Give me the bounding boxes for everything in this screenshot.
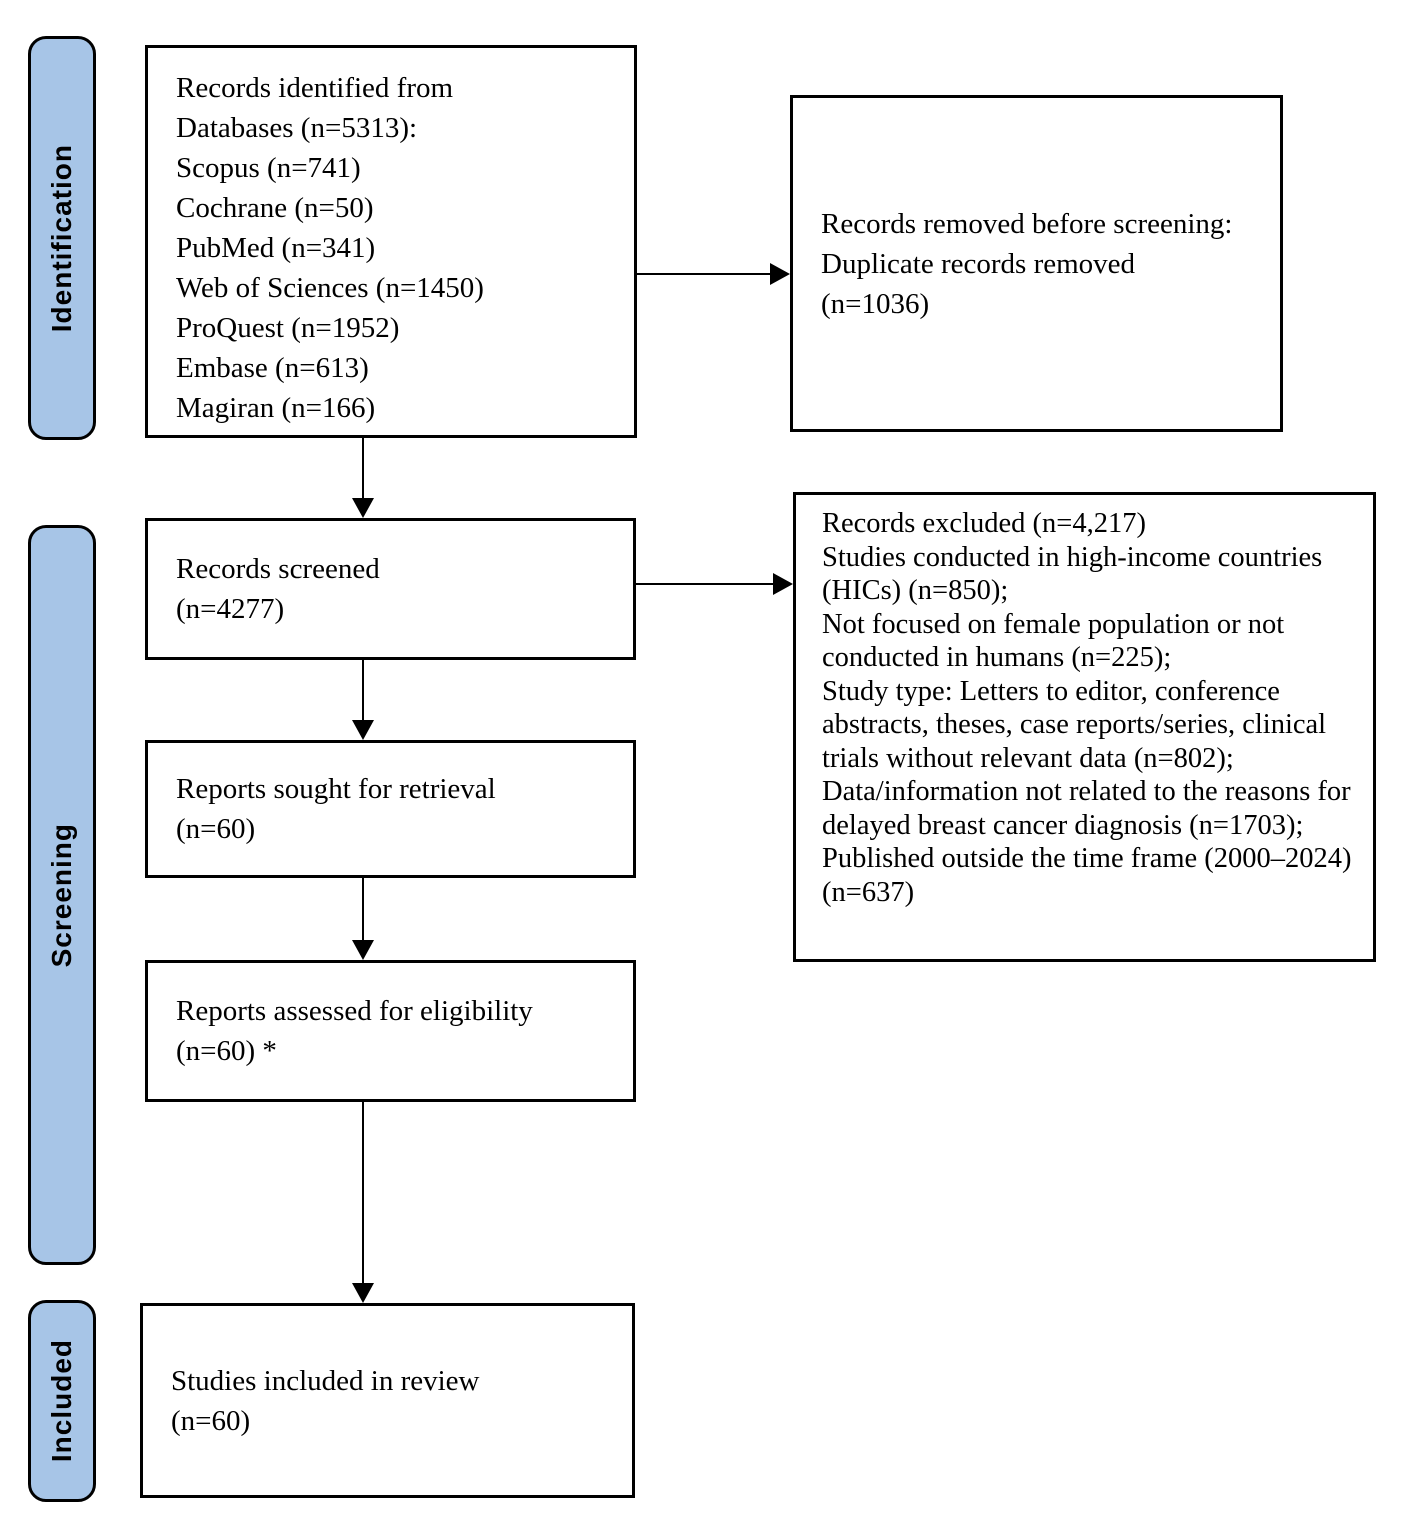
records-excluded-item: Data/information not related to the reas… — [822, 776, 1351, 841]
stage-identification: Identification — [28, 36, 96, 440]
arrow-head-icon — [352, 940, 374, 960]
box-records-excluded: Records excluded (n=4,217) Studies condu… — [793, 492, 1376, 962]
records-identified-line: Databases (n=5313): — [176, 112, 418, 144]
arrow-line — [362, 878, 364, 942]
arrow-line — [636, 583, 775, 585]
reports-assessed-line: (n=60) * — [176, 1035, 277, 1067]
arrow-head-icon — [352, 1283, 374, 1303]
records-excluded-item: Published outside the time frame (2000–2… — [822, 843, 1352, 908]
reports-sought-line: (n=60) — [176, 813, 256, 845]
records-removed-line: (n=1036) — [821, 287, 930, 320]
box-records-removed: Records removed before screening: Duplic… — [790, 95, 1283, 432]
records-identified-line: Records identified from — [176, 72, 454, 104]
reports-assessed-line: Reports assessed for eligibility — [176, 995, 533, 1027]
arrow-line — [362, 1102, 364, 1285]
stage-screening-label: Screening — [46, 822, 77, 968]
records-identified-line: Scopus (n=741) — [176, 152, 361, 184]
studies-included-line: (n=60) — [171, 1404, 251, 1437]
box-studies-included: Studies included in review (n=60) — [140, 1303, 635, 1498]
records-identified-line: Embase (n=613) — [176, 352, 369, 384]
records-identified-line: PubMed (n=341) — [176, 232, 376, 264]
box-records-identified: Records identified from Databases (n=531… — [145, 45, 637, 438]
records-screened-line: (n=4277) — [176, 593, 285, 625]
box-records-screened: Records screened (n=4277) — [145, 518, 636, 660]
reports-sought-line: Reports sought for retrieval — [176, 773, 496, 805]
records-excluded-item: Studies conducted in high-income countri… — [822, 541, 1323, 607]
box-reports-sought: Reports sought for retrieval (n=60) — [145, 740, 636, 878]
records-excluded-item: Records excluded (n=4,217) — [822, 508, 1146, 539]
records-excluded-item: Study type: Letters to editor, conferenc… — [822, 675, 1327, 774]
arrow-line — [637, 273, 772, 275]
studies-included-line: Studies included in review — [171, 1364, 480, 1397]
arrow-head-icon — [773, 573, 793, 595]
records-identified-line: ProQuest (n=1952) — [176, 312, 400, 344]
arrow-head-icon — [352, 498, 374, 518]
stage-identification-label: Identification — [46, 143, 77, 333]
records-removed-line: Duplicate records removed — [821, 247, 1136, 280]
arrow-head-icon — [352, 720, 374, 740]
stage-included-label: Included — [46, 1339, 77, 1463]
arrow-line — [362, 438, 364, 500]
records-identified-line: Cochrane (n=50) — [176, 192, 374, 224]
box-reports-assessed: Reports assessed for eligibility (n=60) … — [145, 960, 636, 1102]
records-identified-line: Web of Sciences (n=1450) — [176, 272, 484, 304]
records-screened-line: Records screened — [176, 553, 380, 585]
stage-included: Included — [28, 1300, 96, 1502]
records-identified-line: Magiran (n=166) — [176, 392, 376, 424]
arrow-line — [362, 660, 364, 722]
stage-screening: Screening — [28, 525, 96, 1265]
records-removed-line: Records removed before screening: — [821, 207, 1233, 240]
arrow-head-icon — [770, 263, 790, 285]
records-excluded-item: Not focused on female population or not … — [822, 608, 1285, 674]
